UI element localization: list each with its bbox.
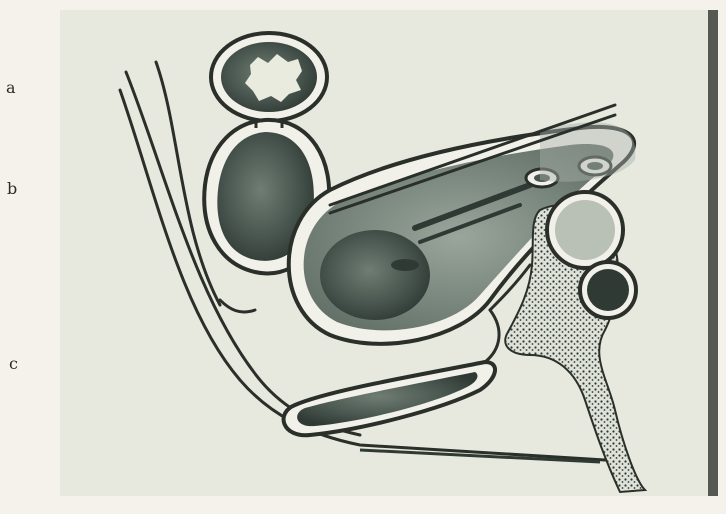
plate-edge-shadow [708,10,718,496]
label-c: c [9,354,18,373]
anatomical-plate [60,10,718,496]
cell-a [211,33,327,121]
label-a: a [6,78,16,97]
label-b: b [7,179,17,198]
